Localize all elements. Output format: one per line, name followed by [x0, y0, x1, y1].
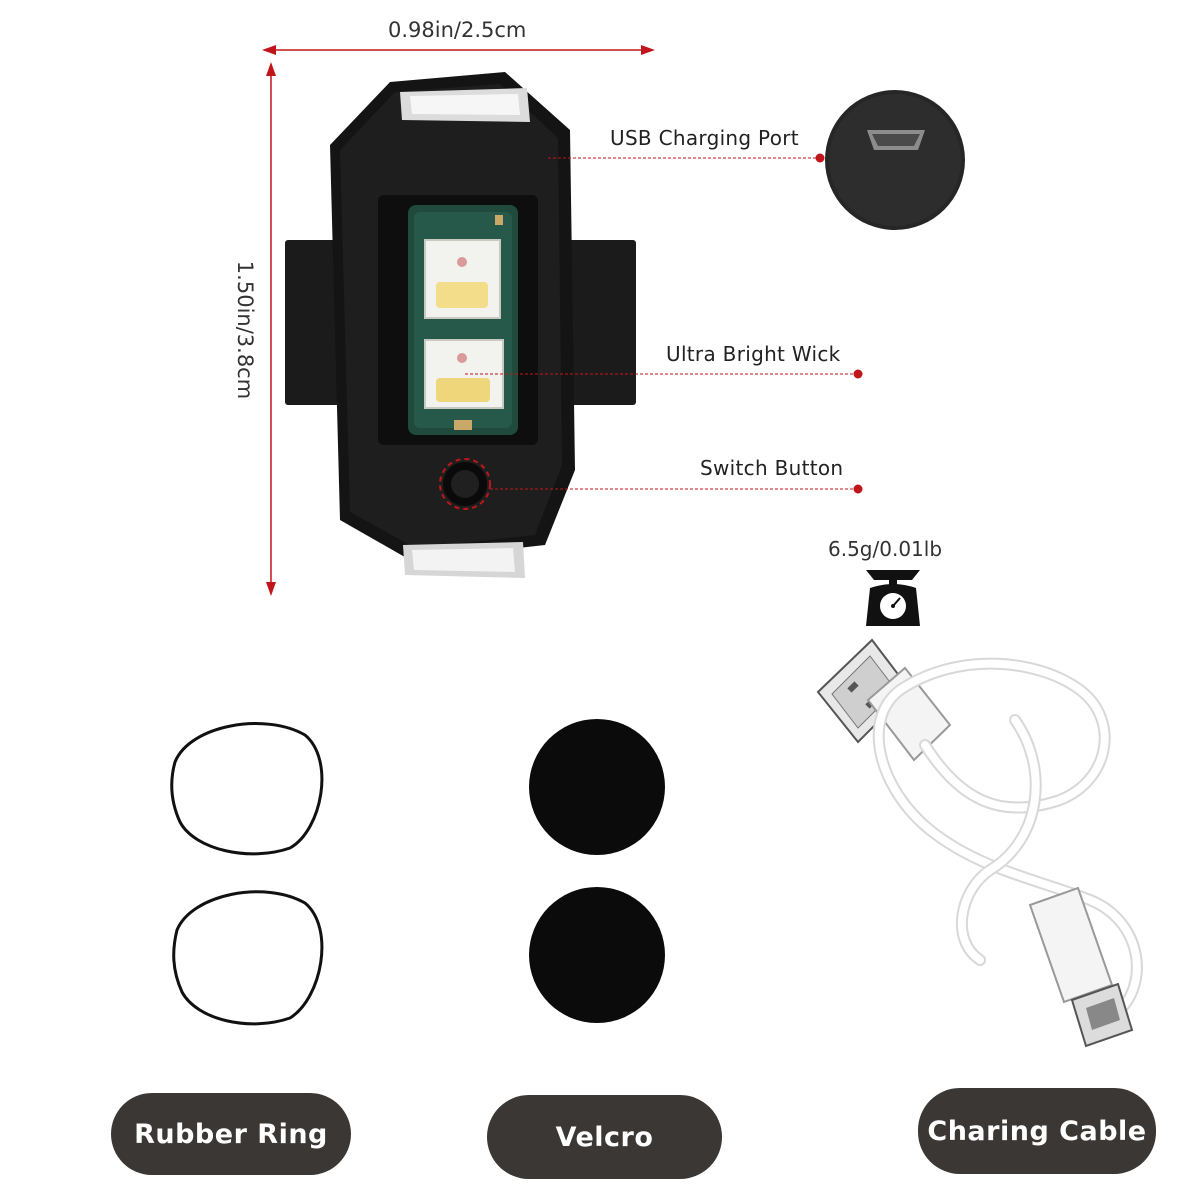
usb-port-callout: USB Charging Port [610, 126, 799, 150]
charging-cable-label: Charing Cable [918, 1088, 1156, 1174]
weight-label: 6.5g/0.01lb [828, 537, 943, 561]
rubber-ring-label: Rubber Ring [111, 1093, 351, 1175]
width-dimension-label: 0.98in/2.5cm [388, 18, 527, 42]
velcro-label: Velcro [487, 1095, 722, 1179]
wick-callout: Ultra Bright Wick [666, 342, 841, 366]
switch-callout: Switch Button [700, 456, 844, 480]
